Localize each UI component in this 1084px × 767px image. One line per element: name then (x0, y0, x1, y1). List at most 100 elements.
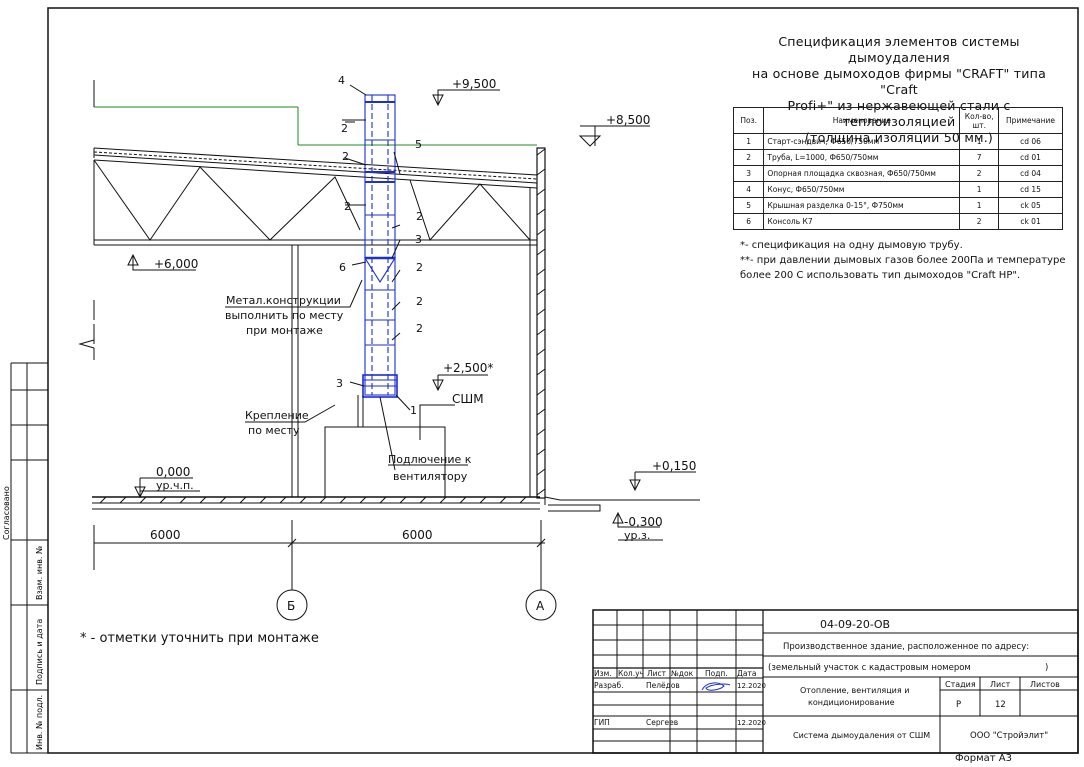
spec-cell-qty: 1 (959, 197, 1000, 214)
row2-role: ГИП (594, 718, 610, 727)
col-kol: Кол.уч (618, 669, 644, 678)
axis-a: А (536, 599, 545, 613)
callout-metal-1: Метал.конструкции (226, 294, 341, 307)
spec-table: Поз. Наименование Кол-во, шт. Примечание… (732, 107, 1063, 230)
spec-cell-qty: 2 (959, 165, 1000, 182)
row1-name: Пелёдов (646, 681, 680, 690)
title-address-2: (земельный участок с кадастровым номером (768, 663, 971, 673)
chimney (362, 94, 398, 398)
level-0000: 0,000 (156, 465, 190, 479)
dim-2: 6000 (402, 528, 433, 542)
level-2500: +2,500* (443, 361, 493, 375)
pos-2a: 2 (341, 122, 348, 135)
spec-cell-pos: 3 (732, 165, 765, 182)
company-name: ООО "Стройэлит" (970, 731, 1048, 741)
level-8500: +8,500 (606, 113, 650, 127)
spec-cell-qty: 1 (959, 133, 1000, 150)
spec-row: 5 Крышная разделка 0-15°, Ф750мм 1 ck 05 (732, 197, 1063, 214)
format-label: Формат А3 (955, 753, 1012, 764)
pos-4: 4 (338, 74, 345, 87)
spec-header-qty: Кол-во, шт. (959, 107, 1000, 134)
col-date: Дата (737, 669, 756, 678)
spec-row: 1 Старт-сэндвич, Ф650/750мм 1 cd 06 (732, 133, 1063, 150)
level-0300: -0,300 (624, 515, 663, 529)
col-podp: Подп. (705, 669, 728, 678)
spec-note: *- спецификация на одну дымовую трубу. (740, 240, 963, 251)
spec-cell-qty: 1 (959, 181, 1000, 198)
spec-cell-note: cd 15 (998, 181, 1063, 198)
spec-cell-name: Опорная площадка сквозная, Ф650/750мм (763, 165, 961, 182)
spec-cell-note: ck 05 (998, 197, 1063, 214)
pos-2f: 2 (416, 295, 423, 308)
spec-title-line: на основе дымоходов фирмы "CRAFT" типа "… (752, 66, 1046, 97)
spec-header-name: Наименование (763, 107, 961, 134)
callout-connect-2: вентилятору (393, 470, 468, 483)
spec-cell-pos: 4 (732, 181, 765, 198)
title-address-2-end: ) (1045, 663, 1048, 673)
h-sheet: Лист (990, 680, 1011, 689)
section-1: Отопление, вентиляция и (800, 686, 909, 695)
section-2: кондиционирование (808, 698, 895, 707)
level-0000-sub: ур.ч.п. (156, 479, 194, 492)
row2-name: Сергеев (646, 718, 678, 727)
level-6000: +6,000 (154, 257, 198, 271)
spec-header-pos: Поз. (732, 107, 765, 134)
callout-connect-1: Подлючение к (388, 453, 472, 466)
chimney-support-lines (342, 84, 411, 471)
dim-1: 6000 (150, 528, 181, 542)
spec-cell-name: Труба, L=1000, Ф650/750мм (763, 149, 961, 166)
replace-inv-label: Взам. инв. № (35, 545, 44, 600)
signature-mark (701, 682, 731, 691)
row1-date: 12.2020 (737, 682, 766, 690)
spec-row: 6 Консоль К7 2 ck 01 (732, 213, 1063, 230)
dimension-line (93, 520, 546, 590)
callout-fix-2: по месту (248, 424, 300, 437)
spec-row: 2 Труба, L=1000, Ф650/750мм 7 cd 01 (732, 149, 1063, 166)
spec-cell-name: Крышная разделка 0-15°, Ф750мм (763, 197, 961, 214)
binding-strip (10, 362, 48, 754)
spec-note: **- при давлении дымовых газов более 200… (740, 255, 1066, 281)
level-0300-sub: ур.з. (624, 529, 650, 542)
level-0150: +0,150 (652, 459, 696, 473)
stage-value: Р (956, 700, 961, 710)
spec-cell-name: Консоль К7 (763, 213, 961, 230)
spec-cell-pos: 6 (732, 213, 765, 230)
spec-header-note: Примечание (998, 107, 1063, 134)
spec-cell-name: Старт-сэндвич, Ф650/750мм (763, 133, 961, 150)
pos-3a: 3 (415, 233, 422, 246)
axis-markers (276, 589, 557, 621)
axis-b: Б (287, 599, 295, 613)
spec-row: 4 Конус, Ф650/750мм 1 cd 15 (732, 181, 1063, 198)
footnote: * - отметки уточнить при монтаже (80, 631, 319, 646)
spec-cell-qty: 2 (959, 213, 1000, 230)
spec-row: 3 Опорная площадка сквозная, Ф650/750мм … (732, 165, 1063, 182)
building-section (78, 80, 700, 512)
h-sheets: Листов (1030, 680, 1060, 689)
pos-2g: 2 (416, 322, 423, 335)
pos-2b: 2 (342, 150, 349, 163)
inv-orig-label: Инв. № подл. (35, 695, 44, 750)
spec-cell-name: Конус, Ф650/750мм (763, 181, 961, 198)
spec-notes: *- спецификация на одну дымовую трубу. *… (740, 238, 1070, 283)
spec-header-row: Поз. Наименование Кол-во, шт. Примечание (732, 107, 1063, 134)
title-code: 04-09-20-ОВ (820, 618, 890, 631)
pos-3b: 3 (336, 377, 343, 390)
level-marks (127, 89, 696, 541)
drawing-name: Система дымоудаления от СШМ (793, 731, 930, 740)
spec-cell-note: ck 01 (998, 213, 1063, 230)
sheet-frame (47, 7, 1079, 754)
spec-cell-pos: 1 (732, 133, 765, 150)
row1-role: Разраб. (594, 681, 623, 690)
spec-cell-pos: 2 (732, 149, 765, 166)
sheet-value: 12 (995, 700, 1006, 710)
pos-6: 6 (339, 261, 346, 274)
col-izm: Изм. (594, 669, 612, 678)
spec-cell-qty: 7 (959, 149, 1000, 166)
callout-fix-1: Крепление (245, 409, 309, 422)
callout-metal-3: при монтаже (246, 324, 323, 337)
pos-2e: 2 (416, 261, 423, 274)
spec-title-line: Спецификация элементов системы дымоудале… (778, 34, 1020, 65)
